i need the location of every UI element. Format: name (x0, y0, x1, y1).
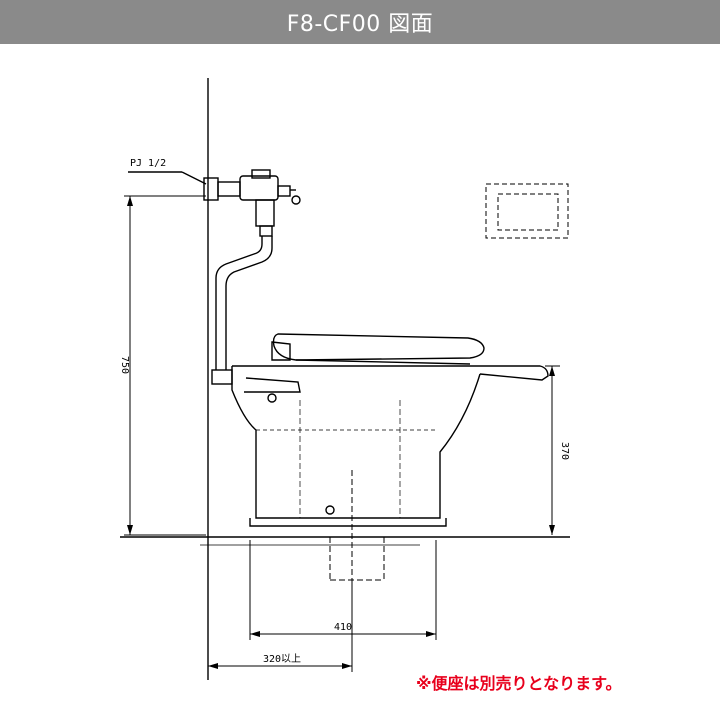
pipe-spec-label: PJ 1/2 (130, 158, 166, 169)
dim-750-label: 750 (119, 356, 130, 374)
flush-valve (203, 169, 301, 237)
toilet-rim (232, 365, 549, 381)
flush-pipe (215, 236, 273, 370)
toilet-seat (271, 333, 485, 365)
pipe-spec-leader (128, 171, 207, 185)
paper-holder-icon (485, 183, 569, 239)
technical-drawing: PJ 1/2 750 370 410 320以上 (119, 78, 570, 680)
dim-370-lines (545, 365, 560, 535)
dim-410-lines (249, 540, 437, 640)
drain-outlet (329, 470, 385, 581)
drawing-title: F8-CF00 図面 (286, 12, 434, 37)
pipe-fitting (211, 369, 233, 385)
dim-370-label: 370 (559, 442, 570, 460)
seat-sold-separately-note: ※便座は別売りとなります。 (416, 674, 622, 693)
dim-320-label: 320以上 (263, 653, 301, 665)
title-bar: F8-CF00 図面 (0, 0, 720, 44)
dim-410-label: 410 (334, 622, 352, 633)
dimension-arrows (127, 196, 555, 669)
dim-320-lines (208, 580, 353, 672)
dim-750-lines (124, 195, 206, 536)
toilet-bowl (231, 366, 481, 527)
